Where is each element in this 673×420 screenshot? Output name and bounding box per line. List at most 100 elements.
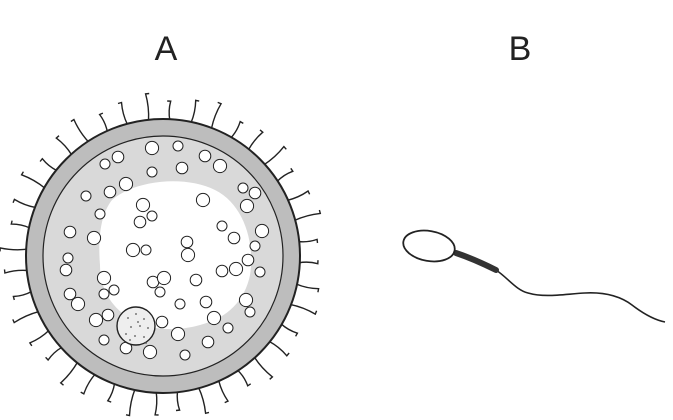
egg-granule: [59, 263, 73, 277]
egg-hair: [125, 388, 136, 417]
egg-hair: [276, 167, 294, 183]
egg-granules: [59, 140, 270, 361]
egg-granule: [206, 310, 222, 326]
egg-granule: [94, 208, 106, 220]
egg-hair: [298, 260, 319, 265]
egg-hair: [295, 283, 320, 293]
egg-hair: [117, 101, 129, 126]
egg-granule: [108, 284, 120, 296]
nucleus-dot: [143, 318, 145, 320]
egg-hair: [12, 290, 33, 301]
label-b: B: [509, 30, 532, 68]
egg-granule: [227, 231, 241, 245]
egg-hair: [70, 118, 90, 143]
egg-granule: [103, 185, 117, 199]
egg-granule: [80, 190, 92, 202]
egg-hair: [236, 369, 252, 387]
egg-granule: [99, 158, 111, 170]
egg-granule: [146, 166, 158, 178]
egg-hair: [263, 145, 287, 166]
egg-hair: [298, 238, 319, 244]
egg-granule: [198, 149, 212, 163]
egg-granule: [140, 244, 152, 256]
nucleus-dot: [130, 326, 132, 328]
egg-hair: [167, 100, 172, 121]
nucleus-dot: [143, 336, 145, 338]
egg-granule: [142, 344, 158, 360]
egg-hair: [0, 247, 28, 252]
egg-granule: [88, 312, 104, 328]
egg-granule: [228, 261, 244, 277]
egg-granule: [180, 247, 196, 263]
egg-granule: [189, 273, 203, 287]
nucleus-dot: [135, 313, 137, 315]
egg-granule: [212, 158, 228, 174]
egg-granule: [195, 192, 211, 208]
egg-granule: [111, 150, 125, 164]
nucleus-dot: [129, 339, 131, 341]
egg-hair: [175, 391, 181, 412]
egg-hair: [268, 340, 290, 357]
egg-granule: [155, 315, 169, 329]
egg-granule: [62, 252, 74, 264]
egg-granule: [201, 335, 215, 349]
egg-granule: [118, 176, 134, 192]
egg-hair: [154, 391, 159, 416]
egg-granule: [215, 264, 229, 278]
egg-hair: [10, 220, 31, 229]
egg-hair: [286, 189, 311, 202]
egg-granule: [238, 292, 254, 308]
egg-hair: [106, 382, 116, 403]
egg-cell: [0, 92, 322, 417]
egg-hair: [28, 329, 50, 347]
nucleus-dot: [139, 325, 141, 327]
egg-hair: [280, 323, 299, 337]
egg-hair: [98, 112, 109, 133]
egg-nucleus: [116, 306, 156, 346]
egg-hair: [230, 120, 244, 139]
egg-granule: [96, 270, 112, 286]
egg-granule: [175, 161, 189, 175]
egg-hair: [253, 356, 274, 380]
egg-granule: [170, 326, 186, 342]
egg-granule: [216, 220, 228, 232]
egg-granule: [144, 140, 160, 156]
egg-hair: [45, 346, 63, 362]
egg-hair: [144, 92, 150, 121]
egg-granule: [156, 270, 172, 286]
egg-granule: [63, 225, 77, 239]
egg-clear-zone: [99, 181, 252, 330]
egg-hair: [20, 171, 46, 189]
sperm-cell: [402, 229, 666, 323]
egg-hair: [217, 379, 230, 404]
egg-hair: [12, 310, 40, 324]
egg-granule: [98, 288, 110, 300]
nucleus-dot: [137, 321, 139, 323]
egg-hair: [190, 99, 200, 124]
egg-hair: [12, 198, 37, 209]
egg-granule: [98, 334, 110, 346]
egg-granule: [154, 286, 166, 298]
egg-hair: [247, 129, 264, 151]
egg-hair: [39, 157, 58, 172]
sperm-midpiece: [453, 250, 499, 273]
egg-granule: [239, 198, 255, 214]
egg-granule: [199, 295, 213, 309]
egg-granule: [254, 266, 266, 278]
egg-granule: [237, 182, 249, 194]
sperm-tail: [495, 269, 666, 323]
egg-hair: [59, 361, 79, 386]
nucleus-dot: [127, 317, 129, 319]
egg-hair: [197, 387, 210, 415]
egg-granule: [241, 253, 255, 267]
egg-granule: [222, 322, 234, 334]
egg-hair: [55, 135, 73, 156]
egg-surface-hairs: [0, 92, 322, 417]
egg-granule: [63, 287, 77, 301]
nucleus-dot: [145, 342, 147, 344]
egg-granule: [70, 296, 86, 312]
nucleus-dot: [147, 327, 149, 329]
egg-hair: [289, 303, 318, 316]
egg-granule: [86, 230, 102, 246]
